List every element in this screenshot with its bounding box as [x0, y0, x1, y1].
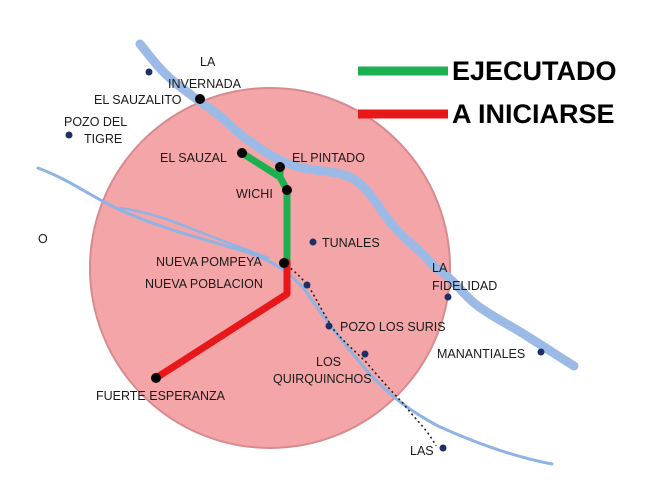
label-los-quirquinchos-1: LOS	[316, 355, 341, 369]
label-los-quirquinchos-2: QUIRQUINCHOS	[273, 372, 372, 386]
label-el-sauzal: EL SAUZAL	[160, 151, 227, 165]
town-la-invernada	[145, 68, 153, 76]
legend-label-executed: EJECUTADO	[452, 56, 617, 86]
river-west	[36, 166, 554, 466]
river-main	[135, 39, 579, 371]
town-pozo-del-tigre	[65, 131, 73, 139]
pending-route	[152, 258, 291, 382]
label-wichi: WICHI	[236, 187, 273, 201]
label-la-fidelidad-2: FIDELIDAD	[432, 279, 497, 293]
label-tunales: TUNALES	[322, 236, 380, 250]
node-wichi	[282, 185, 292, 195]
town-tunales	[309, 238, 317, 246]
label-pozo-del-tigre-2: TIGRE	[84, 132, 122, 146]
label-pozo-del-tigre-1: POZO DEL	[64, 115, 127, 129]
town-las	[439, 444, 447, 452]
legend: EJECUTADO A INICIARSE	[358, 56, 617, 129]
town-la-fidelidad	[444, 293, 452, 301]
label-pozo-los-suris: POZO LOS SURIS	[340, 320, 446, 334]
town-nueva-poblacion	[303, 281, 311, 289]
label-el-sauzalito: EL SAUZALITO	[94, 93, 182, 107]
town-los-quirquinchos	[361, 350, 369, 358]
label-nueva-poblacion: NUEVA POBLACION	[145, 277, 263, 291]
node-el-sauzalito	[195, 94, 205, 104]
executed-route	[238, 149, 291, 266]
town-manantiales	[537, 348, 545, 356]
node-fuerte-esperanza	[151, 373, 161, 383]
river-central	[118, 206, 270, 260]
node-el-sauzal	[237, 148, 247, 158]
label-fuerte-esperanza: FUERTE ESPERANZA	[96, 389, 226, 403]
node-el-pintado	[275, 162, 285, 172]
label-las: LAS	[410, 444, 434, 458]
label-edge-o: O	[38, 232, 48, 246]
label-la-fidelidad-1: LA	[432, 261, 448, 275]
label-la-invernada-1: LA	[200, 55, 216, 69]
town-pozo-los-suris	[325, 322, 333, 330]
legend-label-to-start: A INICIARSE	[452, 99, 615, 129]
label-el-pintado: EL PINTADO	[292, 151, 365, 165]
label-manantiales: MANANTIALES	[437, 347, 525, 361]
node-nueva-pompeya	[279, 258, 289, 268]
label-la-invernada-2: INVERNADA	[168, 77, 242, 91]
label-nueva-pompeya: NUEVA POMPEYA	[156, 255, 262, 269]
